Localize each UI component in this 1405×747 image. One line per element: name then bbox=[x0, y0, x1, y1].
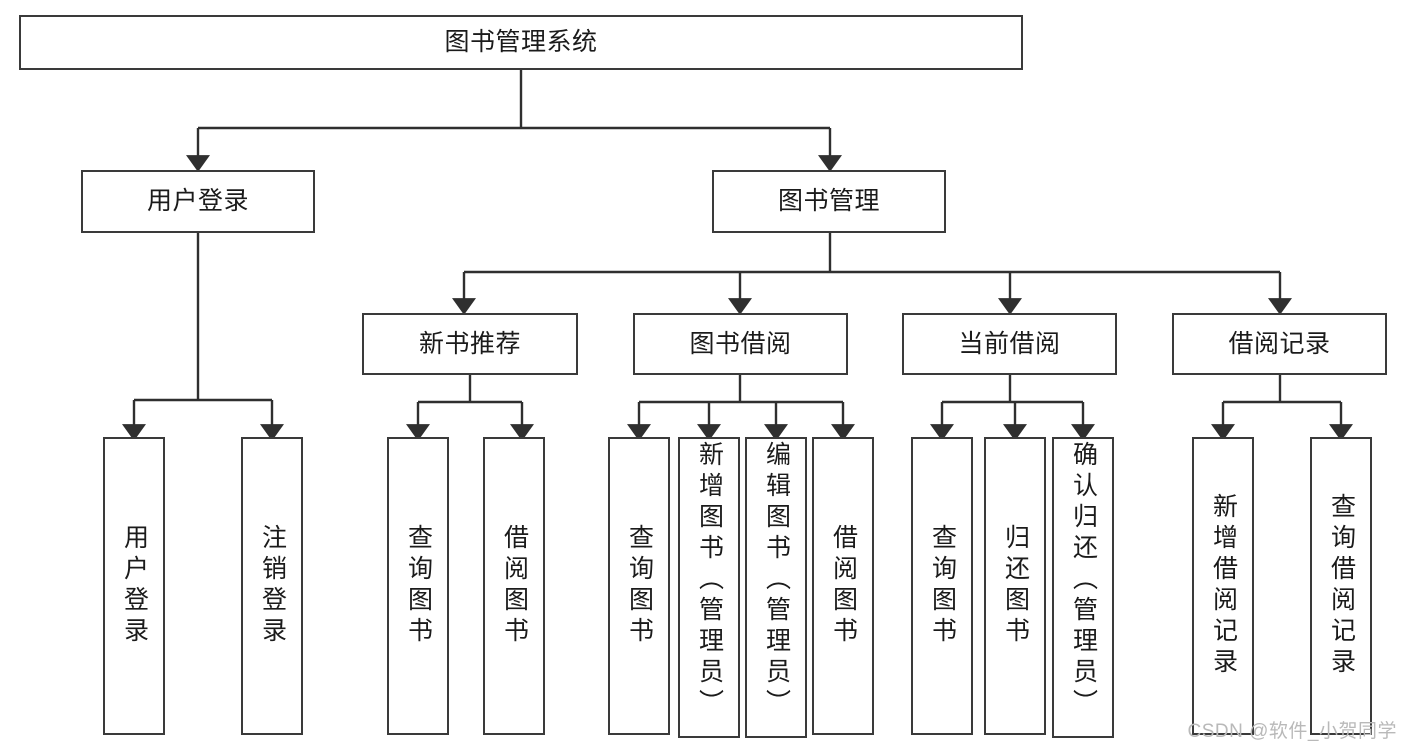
node-book-borrow[interactable]: 图书借阅 bbox=[633, 313, 848, 375]
node-book-management[interactable]: 图书管理 bbox=[712, 170, 946, 233]
leaf-user-logout[interactable]: 注销登录 bbox=[241, 437, 303, 735]
node-label: 注销登录 bbox=[258, 524, 287, 648]
leaf-current-return-book[interactable]: 归还图书 bbox=[984, 437, 1046, 735]
node-label: 确认归还（管理员） bbox=[1069, 441, 1098, 720]
leaf-record-add-borrow-record[interactable]: 新增借阅记录 bbox=[1192, 437, 1254, 735]
node-label: 图书借阅 bbox=[689, 329, 792, 358]
node-label: 查询图书 bbox=[625, 524, 654, 648]
leaf-user-login[interactable]: 用户登录 bbox=[103, 437, 165, 735]
node-label: 查询图书 bbox=[928, 524, 957, 648]
node-label: 新增图书（管理员） bbox=[695, 441, 724, 720]
node-borrow-record[interactable]: 借阅记录 bbox=[1172, 313, 1387, 375]
node-label: 查询图书 bbox=[404, 524, 433, 648]
node-current-borrow[interactable]: 当前借阅 bbox=[902, 313, 1117, 375]
watermark-text: CSDN @软件_小贺同学 bbox=[1187, 721, 1397, 742]
node-label: 当前借阅 bbox=[958, 329, 1061, 358]
node-label: 查询借阅记录 bbox=[1327, 493, 1356, 679]
node-root-system[interactable]: 图书管理系统 bbox=[19, 15, 1023, 70]
node-label: 借阅图书 bbox=[829, 524, 858, 648]
node-label: 借阅图书 bbox=[500, 524, 529, 648]
node-label: 用户登录 bbox=[120, 524, 149, 648]
node-label: 图书管理系统 bbox=[444, 28, 598, 57]
node-new-book-recommend[interactable]: 新书推荐 bbox=[362, 313, 578, 375]
node-label: 归还图书 bbox=[1001, 524, 1030, 648]
node-label: 编辑图书（管理员） bbox=[762, 441, 791, 720]
leaf-current-confirm-return-admin[interactable]: 确认归还（管理员） bbox=[1052, 437, 1114, 738]
leaf-recommend-borrow-book[interactable]: 借阅图书 bbox=[483, 437, 545, 735]
node-label: 图书管理 bbox=[777, 187, 880, 216]
node-label: 新增借阅记录 bbox=[1209, 493, 1238, 679]
leaf-record-query-borrow-record[interactable]: 查询借阅记录 bbox=[1310, 437, 1372, 735]
node-label: 新书推荐 bbox=[418, 329, 521, 358]
leaf-borrow-edit-book-admin[interactable]: 编辑图书（管理员） bbox=[745, 437, 807, 738]
node-label: 用户登录 bbox=[146, 187, 249, 216]
leaf-borrow-add-book-admin[interactable]: 新增图书（管理员） bbox=[678, 437, 740, 738]
leaf-borrow-query-book[interactable]: 查询图书 bbox=[608, 437, 670, 735]
leaf-borrow-borrow-book[interactable]: 借阅图书 bbox=[812, 437, 874, 735]
node-label: 借阅记录 bbox=[1228, 329, 1331, 358]
leaf-recommend-query-book[interactable]: 查询图书 bbox=[387, 437, 449, 735]
leaf-current-query-book[interactable]: 查询图书 bbox=[911, 437, 973, 735]
node-user-login[interactable]: 用户登录 bbox=[81, 170, 315, 233]
